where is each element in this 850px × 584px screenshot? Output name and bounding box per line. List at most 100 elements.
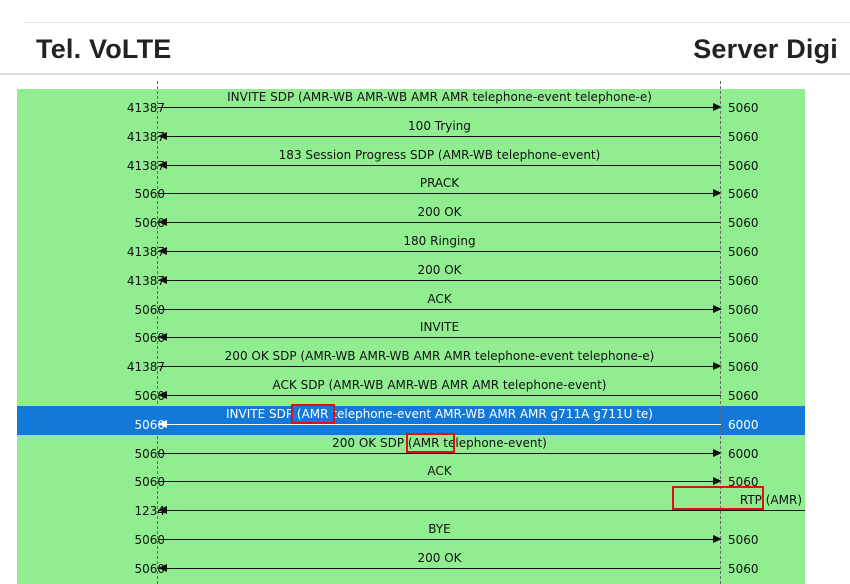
- flow-row[interactable]: 5060 200 OK SDP (AMR telephone-event) 6000: [17, 435, 805, 464]
- message-arrow-line: [158, 510, 805, 512]
- header-divider: [0, 73, 850, 75]
- message-label: ACK SDP (AMR-WB AMR-WB AMR AMR telephone…: [272, 378, 607, 392]
- message-label: 200 OK: [417, 205, 462, 220]
- message-arrow-line: [158, 395, 721, 396]
- message-label: ACK: [427, 291, 452, 306]
- left-lifeline: [157, 81, 158, 584]
- arrow-left-icon: [158, 563, 167, 572]
- left-port: 5060: [134, 302, 165, 317]
- arrow-right-icon: [713, 535, 722, 543]
- message-label: 100 Trying: [408, 118, 471, 133]
- message-label: 200 OK SDP (AMR telephone-event): [332, 435, 547, 450]
- arrow-left-icon: [158, 391, 167, 399]
- message-arrow-line: [158, 539, 721, 540]
- arrow-right-icon: [713, 103, 722, 111]
- arrow-left-icon: [158, 333, 167, 342]
- arrow-right-icon: [713, 448, 722, 457]
- right-lifeline: [720, 81, 721, 584]
- right-port: 5060: [728, 101, 759, 115]
- message-arrow-line: [158, 251, 721, 252]
- arrow-left-icon: [158, 419, 167, 428]
- message-arrow-line: [158, 164, 721, 166]
- left-port: 5060: [134, 533, 165, 547]
- right-port: 5060: [728, 216, 759, 231]
- flow-row[interactable]: 5060 ACK SDP (AMR-WB AMR-WB AMR AMR telep…: [17, 377, 805, 406]
- message-arrow-line: [158, 279, 721, 281]
- right-port: 5060: [728, 331, 759, 346]
- right-port: 5060: [728, 187, 759, 202]
- message-label: INVITE: [419, 320, 460, 335]
- message-arrow-line: [158, 567, 721, 569]
- message-label: ACK: [427, 464, 452, 479]
- message-arrow-line: [158, 366, 721, 368]
- arrow-right-icon: [713, 189, 722, 198]
- left-port: 41387: [126, 245, 165, 259]
- right-port: 5060: [728, 360, 759, 375]
- message-arrow-line: [158, 308, 721, 310]
- message-arrow-line: [158, 423, 721, 425]
- highlight-box-rtp-amr: [672, 486, 764, 510]
- right-port: 5060: [728, 245, 759, 259]
- right-port: 5060: [728, 273, 759, 288]
- right-port: 5060: [728, 302, 759, 317]
- message-label: 180 Ringing: [403, 234, 476, 248]
- right-port: 5060: [728, 561, 759, 576]
- message-arrow-line: [158, 135, 721, 137]
- flow-row[interactable]: 41387 180 Ringing 5060: [17, 233, 805, 262]
- arrow-left-icon: [158, 160, 167, 169]
- message-arrow-line: [158, 481, 721, 483]
- left-port: 41387: [126, 360, 165, 375]
- arrow-right-icon: [713, 362, 722, 371]
- left-port: 41387: [126, 158, 165, 173]
- left-port: 41387: [126, 273, 165, 288]
- arrow-left-icon: [158, 218, 167, 227]
- flow-row[interactable]: 41387 183 Session Progress SDP (AMR-WB te…: [17, 147, 805, 176]
- message-arrow-line: [158, 222, 721, 224]
- arrow-right-icon: [713, 477, 722, 486]
- message-arrow-line: [158, 107, 721, 108]
- message-label: PRACK: [419, 176, 460, 191]
- right-port: 5060: [728, 158, 759, 173]
- flow-row[interactable]: 41387 200 OK SDP (AMR-WB AMR-WB AMR AMR t…: [17, 348, 805, 377]
- arrow-left-icon: [158, 506, 167, 515]
- highlight-box-invite-amr: [291, 404, 335, 424]
- top-rule: [25, 22, 850, 23]
- left-port: 41387: [126, 129, 165, 144]
- right-port: 5060: [728, 475, 759, 490]
- flow-row[interactable]: 41387 200 OK 5060: [17, 262, 805, 291]
- message-arrow-line: [158, 452, 721, 454]
- message-label: INVITE SDP (AMR telephone-event AMR-WB A…: [225, 406, 653, 421]
- left-port: 5060: [134, 187, 165, 202]
- endpoint-right-label: Server Digi: [693, 34, 838, 64]
- right-port: 5060: [728, 389, 759, 403]
- message-label: INVITE SDP (AMR-WB AMR-WB AMR AMR teleph…: [227, 90, 652, 104]
- message-label: 200 OK: [417, 550, 462, 565]
- message-label: 200 OK: [417, 262, 462, 277]
- endpoint-left-label: Tel. VoLTE: [36, 34, 172, 64]
- right-port: 6000: [728, 417, 759, 432]
- message-label: RTP (AMR): [739, 493, 802, 508]
- arrow-left-icon: [158, 131, 167, 140]
- message-label: BYE: [428, 522, 451, 536]
- flow-row[interactable]: 5060 PRACK 5060: [17, 175, 805, 204]
- message-arrow-line: [158, 193, 721, 195]
- right-port: 5060: [728, 129, 759, 144]
- left-port: 41387: [126, 101, 165, 115]
- message-label: 200 OK SDP (AMR-WB AMR-WB AMR AMR teleph…: [224, 349, 655, 364]
- arrow-left-icon: [158, 247, 167, 255]
- flow-row[interactable]: 41387 INVITE SDP (AMR-WB AMR-WB AMR AMR t…: [17, 89, 805, 118]
- arrow-right-icon: [713, 304, 722, 313]
- message-label: 183 Session Progress SDP (AMR-WB telepho…: [278, 147, 601, 162]
- right-port: 6000: [728, 446, 759, 461]
- flow-row[interactable]: 41387 100 Trying 5060: [17, 118, 805, 147]
- flow-row[interactable]: 5060 ACK 5060: [17, 291, 805, 320]
- highlight-box-200ok-amr: [406, 433, 455, 453]
- left-port: 5060: [134, 446, 165, 461]
- message-arrow-line: [158, 337, 721, 339]
- arrow-left-icon: [158, 275, 167, 284]
